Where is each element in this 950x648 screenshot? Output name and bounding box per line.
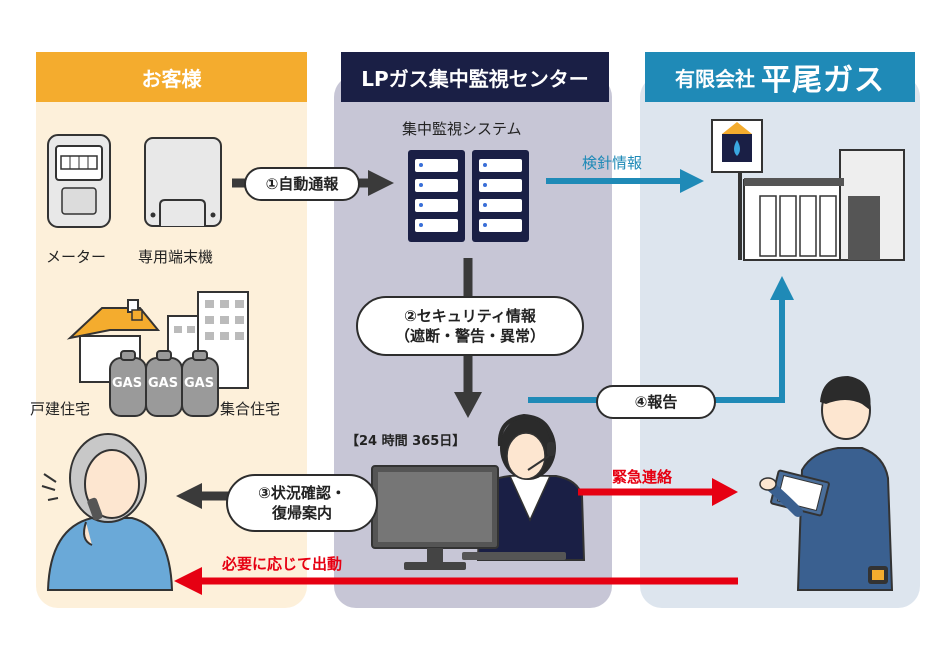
auto-report-label: ①自動通報 bbox=[265, 174, 339, 193]
operator-icon bbox=[476, 413, 586, 561]
system-label: 集中監視システム bbox=[402, 120, 522, 138]
company-prefix-label: 有限会社 bbox=[675, 66, 755, 91]
report-label: ④報告 bbox=[634, 392, 678, 411]
security-info-pill: ②セキュリティ情報 （遮断・警告・異常） bbox=[356, 296, 584, 356]
status-check-label: ③状況確認・ bbox=[258, 483, 346, 502]
gas-tank-label-3: GAS bbox=[184, 376, 215, 391]
auto-report-pill: ①自動通報 bbox=[244, 167, 360, 201]
detached-house-label: 戸建住宅 bbox=[30, 400, 91, 418]
security-info-label: ②セキュリティ情報 bbox=[404, 306, 536, 325]
server-rack-icon bbox=[408, 150, 529, 242]
monitor-icon bbox=[371, 465, 566, 570]
dispatch-label: 必要に応じて出動 bbox=[222, 555, 343, 573]
meter-icon bbox=[47, 134, 111, 228]
apartment-label: 集合住宅 bbox=[220, 400, 281, 418]
status-check-pill: ③状況確認・ 復帰案内 bbox=[226, 474, 378, 532]
gas-worker-icon bbox=[759, 376, 894, 591]
gas-tanks-icon bbox=[109, 350, 219, 417]
center-header: LPガス集中監視センター bbox=[341, 52, 609, 102]
center-header-label: LPガス集中監視センター bbox=[361, 66, 589, 91]
security-info-detail: （遮断・警告・異常） bbox=[394, 327, 545, 345]
recovery-guide-label: 復帰案内 bbox=[271, 504, 332, 522]
company-header: 有限会社 平尾ガス bbox=[645, 52, 915, 102]
company-name-label: 平尾ガス bbox=[761, 63, 885, 98]
terminal-icon bbox=[144, 137, 222, 227]
customer-on-phone-icon bbox=[41, 433, 174, 591]
gas-tank-label-2: GAS bbox=[148, 376, 179, 391]
meter-reading-label: 検針情報 bbox=[582, 154, 643, 172]
emergency-contact-label: 緊急連絡 bbox=[612, 468, 673, 486]
customer-header: お客様 bbox=[36, 52, 307, 102]
meter-label: メーター bbox=[46, 248, 107, 266]
gas-company-building-icon bbox=[711, 119, 905, 261]
gas-tank-label-1: GAS bbox=[112, 376, 143, 391]
terminal-label: 専用端末機 bbox=[138, 248, 214, 266]
report-pill: ④報告 bbox=[596, 385, 716, 419]
hours-label: 【24 時間 365日】 bbox=[346, 434, 466, 449]
customer-header-label: お客様 bbox=[141, 66, 202, 91]
